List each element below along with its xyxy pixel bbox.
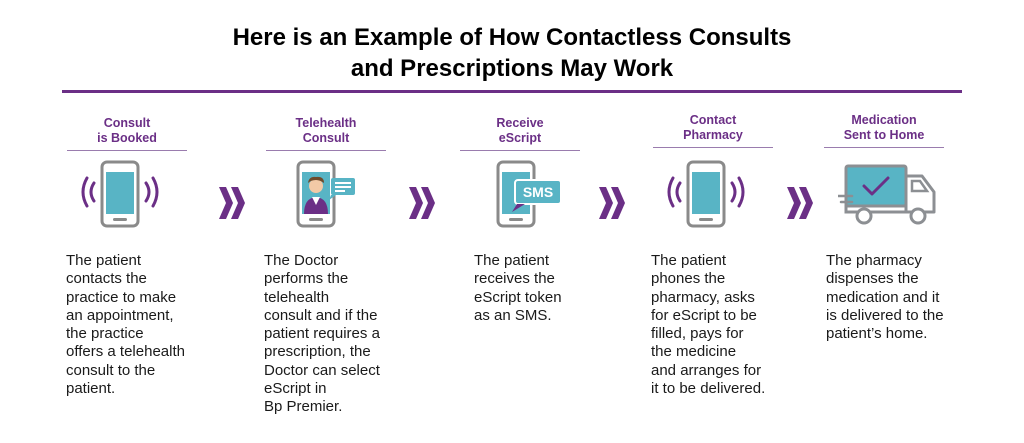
page-title: Here is an Example of How Contactless Co… xyxy=(0,22,1024,84)
step-description-consult-booked: The patient contacts the practice to mak… xyxy=(66,252,185,398)
chevron-right-icon xyxy=(409,187,435,219)
step-label-receive-escript: Receive eScript xyxy=(460,116,580,151)
phone-ringing-icon xyxy=(81,160,159,228)
doctor-video-call-icon xyxy=(296,160,355,228)
step-label-medication-sent: Medication Sent to Home xyxy=(824,113,944,148)
step-label-contact-pharmacy: Contact Pharmacy xyxy=(653,113,773,148)
step-description-receive-escript: The patient receives the eScript token a… xyxy=(474,252,562,324)
title-line-1: Here is an Example of How Contactless Co… xyxy=(232,24,792,51)
phone-ringing-icon xyxy=(667,160,745,228)
title-line-2: and Prescriptions May Work xyxy=(350,55,674,82)
step-label-telehealth-consult: Telehealth Consult xyxy=(266,116,386,151)
step-description-telehealth-consult: The Doctor performs the telehealth consu… xyxy=(264,252,380,416)
title-divider xyxy=(62,90,962,93)
delivery-truck-icon xyxy=(838,164,936,225)
phone-sms-icon: SMS xyxy=(496,160,562,228)
chevron-right-icon xyxy=(219,187,245,219)
step-description-medication-sent: The pharmacy dispenses the medication an… xyxy=(826,252,944,343)
sms-text: SMS xyxy=(523,184,553,200)
chevron-right-icon xyxy=(787,187,813,219)
step-description-contact-pharmacy: The patient phones the pharmacy, asks fo… xyxy=(651,252,766,398)
step-label-consult-booked: Consult is Booked xyxy=(67,116,187,151)
chevron-right-icon xyxy=(599,187,625,219)
